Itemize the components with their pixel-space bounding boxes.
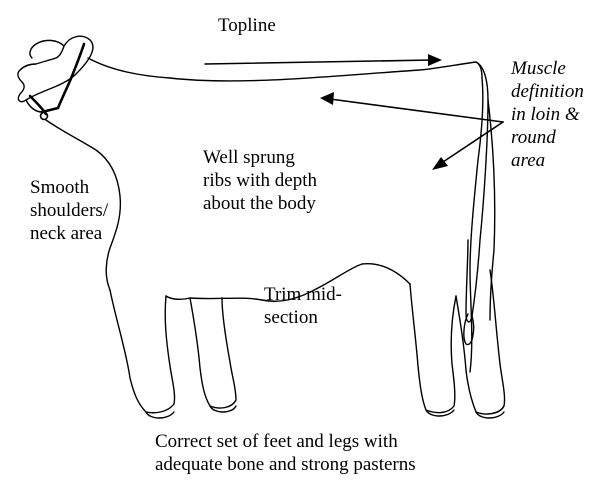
halter: [30, 44, 84, 114]
steer-hind-leg-left: [410, 284, 456, 413]
steer-tail: [466, 62, 488, 322]
topline-arrow: [205, 60, 432, 64]
loin-arrow: [330, 99, 503, 122]
steer-neck: [88, 58, 170, 78]
steer-front-leg-left: [110, 290, 175, 413]
topline-label: Topline: [218, 14, 276, 37]
steer-topline: [170, 62, 482, 81]
steer-front-leg-right: [166, 296, 236, 408]
steer-head: [18, 36, 93, 101]
steer-hind-leg-right: [456, 270, 505, 414]
muscle-definition-label: Muscle definition in loin & round area: [511, 57, 584, 172]
topline-arrowhead: [428, 54, 442, 66]
shoulders-label: Smooth shoulders/ neck area: [30, 176, 108, 245]
halter-ring: [41, 113, 48, 120]
loin-arrowhead: [320, 92, 334, 105]
round-arrowhead: [432, 157, 448, 170]
ribs-label: Well sprung ribs with depth about the bo…: [203, 146, 317, 215]
trim-midsection-label: Trim mid- section: [264, 283, 342, 329]
feet-legs-label: Correct set of feet and legs with adequa…: [155, 430, 416, 476]
steer-hock: [488, 100, 495, 320]
